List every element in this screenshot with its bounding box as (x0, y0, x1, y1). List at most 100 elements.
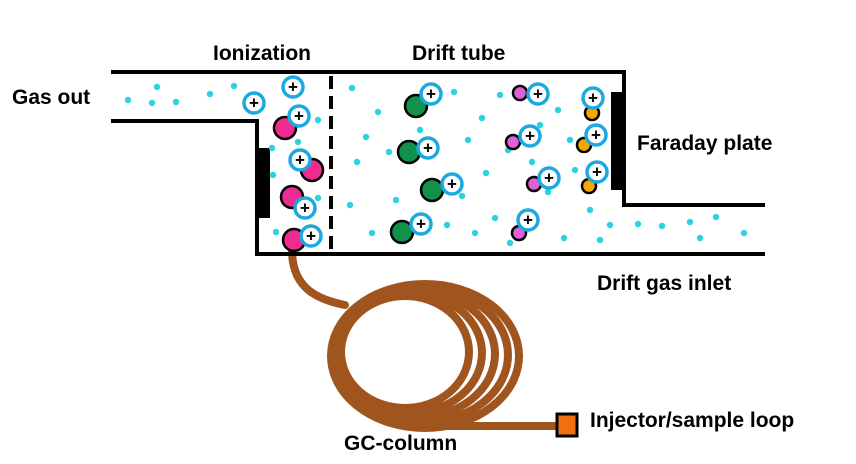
ion-ring (585, 160, 609, 184)
molecule (504, 133, 522, 151)
column-lead-in (288, 246, 349, 309)
gas-particle (314, 116, 322, 124)
gas-particle (230, 82, 238, 90)
gas-particle (464, 136, 472, 144)
ion-charge: + (306, 227, 316, 246)
gas-particle (348, 84, 356, 92)
gas-particle (528, 158, 536, 166)
ion-ring (299, 224, 323, 248)
ions: + + + + + + + + + + + + + + + + + (242, 75, 609, 253)
gas-particle (294, 138, 302, 146)
ion-ring (288, 148, 312, 172)
gas-particle (560, 234, 568, 242)
gas-particle (496, 91, 504, 99)
gas-particle (596, 236, 604, 244)
gas-particle (482, 169, 490, 177)
gas-particle (416, 126, 424, 134)
gas-particle (544, 188, 552, 196)
gas-particle (686, 218, 694, 226)
gas-particle (148, 99, 156, 107)
gc-column-coil (288, 246, 566, 432)
gas-out-label: Gas out (12, 86, 91, 109)
ion-ring (584, 123, 608, 147)
ion-charge: + (533, 85, 543, 104)
gas-particle (450, 88, 458, 96)
ion-charge: + (592, 163, 602, 182)
ion-ring (518, 124, 542, 148)
ion-charge: + (295, 151, 305, 170)
faraday-plate (611, 92, 626, 190)
ion-ring (281, 75, 305, 99)
ion-charge: + (591, 126, 601, 145)
ion-ring (409, 212, 433, 236)
gas-particle (471, 229, 479, 237)
gas-particle (374, 108, 382, 116)
ion-charge: + (288, 78, 298, 97)
gas-particle (392, 196, 400, 204)
ion-charge: + (294, 107, 304, 126)
molecule (419, 177, 445, 203)
gas-particle (268, 144, 276, 152)
ion-charge: + (416, 215, 426, 234)
ion-charge: + (426, 85, 436, 104)
ion-ring (419, 82, 443, 106)
ion-ring (516, 208, 540, 232)
gas-particle (314, 194, 322, 202)
gas-particle (206, 90, 214, 98)
injector-label: Injector/sample loop (590, 409, 795, 432)
drift-gas-inlet-label: Drift gas inlet (597, 272, 732, 295)
ion-charge: + (525, 127, 535, 146)
gas-particle (153, 83, 161, 91)
ionization-electrode (255, 148, 270, 218)
ion-ring (581, 86, 605, 110)
drift-tube-label: Drift tube (412, 42, 506, 65)
ion-charge: + (447, 175, 457, 194)
ion-charge: + (423, 139, 433, 158)
gas-particle (696, 234, 704, 242)
ion-ring (440, 172, 464, 196)
gas-particle (606, 221, 614, 229)
gas-particle (478, 114, 486, 122)
gas-particle (368, 229, 376, 237)
gas-particle (124, 96, 132, 104)
ion-charge: + (300, 199, 310, 218)
gas-particle (272, 228, 280, 236)
ion-charge: + (523, 211, 533, 230)
injector-box (555, 412, 579, 438)
gas-particle (571, 166, 579, 174)
gas-particle (536, 121, 544, 129)
ion-ring (242, 91, 266, 115)
ion-ring (293, 196, 317, 220)
gc-column-label: GC-column (344, 432, 458, 455)
molecule (396, 139, 422, 165)
gas-particle (740, 229, 748, 237)
gas-particle (634, 220, 642, 228)
ion-ring (526, 82, 550, 106)
drift-gas-particles (124, 82, 748, 247)
gas-particle (385, 148, 393, 156)
gas-particle (346, 201, 354, 209)
ion-ring (416, 136, 440, 160)
faraday-plate-label: Faraday plate (637, 132, 773, 155)
gas-particle (658, 222, 666, 230)
ion-ring (287, 104, 311, 128)
gas-particle (458, 192, 466, 200)
ion-charge: + (588, 89, 598, 108)
gas-particle (353, 158, 361, 166)
ion-ring (537, 166, 561, 190)
gas-particle (491, 214, 499, 222)
ion-charge: + (544, 169, 554, 188)
gas-particle (554, 106, 562, 114)
gas-particle (172, 98, 180, 106)
gas-particle (586, 206, 594, 214)
gas-particle (506, 239, 514, 247)
gas-particle (269, 171, 277, 179)
molecule (511, 84, 529, 102)
gas-particle (443, 221, 451, 229)
ion-charge: + (249, 94, 259, 113)
gas-particle (712, 213, 720, 221)
gas-particle (362, 133, 370, 141)
ionization-label: Ionization (213, 42, 311, 65)
